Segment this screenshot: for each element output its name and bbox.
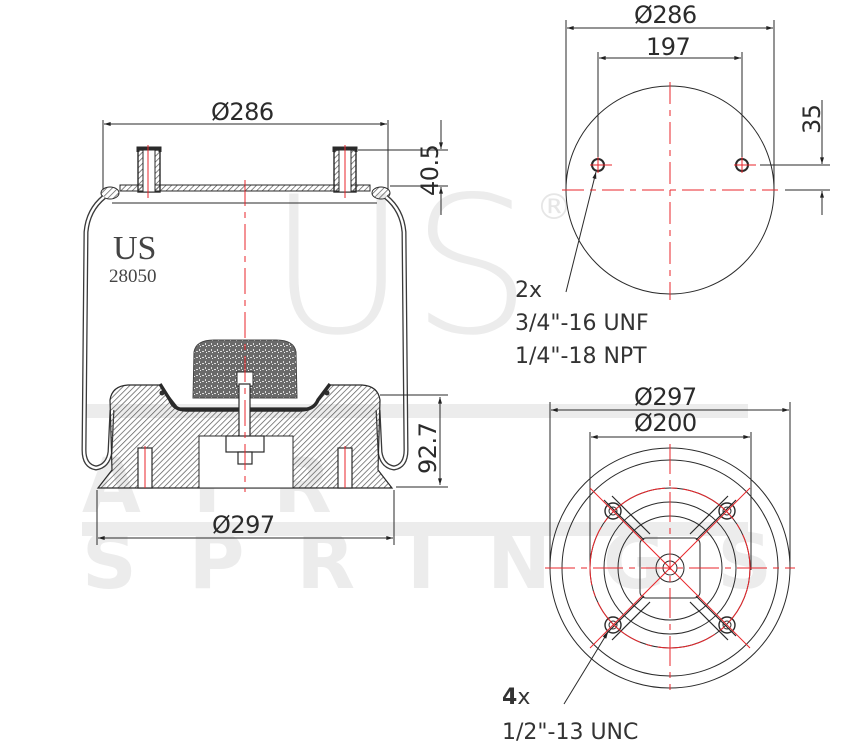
- side-view: [81, 120, 448, 545]
- dim-plate-diameter: Ø286: [634, 1, 697, 29]
- watermark-band-bottom: [82, 522, 748, 536]
- callout-stud-thread: 3/4"-16 UNF: [515, 311, 649, 336]
- dim-stud-height: 40.5: [416, 144, 444, 196]
- dim-bottom-outer-diameter: Ø297: [634, 383, 697, 411]
- dim-stud-offset: 35: [798, 104, 826, 134]
- dim-piston-height: 92.7: [414, 422, 442, 474]
- callout-bolt-thread: 1/2"-13 UNC: [502, 720, 639, 745]
- part-number: 28050: [109, 266, 157, 287]
- callout-air-fitting-thread: 1/4"-18 NPT: [515, 344, 647, 369]
- dim-top-plate-diameter: Ø286: [211, 98, 274, 126]
- brand-label: US: [113, 230, 157, 267]
- top-view: [562, 20, 830, 300]
- bottom-view: [545, 402, 795, 705]
- dim-bolt-circle-diameter: Ø200: [634, 409, 697, 437]
- dim-stud-spacing: 197: [646, 33, 691, 61]
- dim-piston-diameter: Ø297: [212, 511, 275, 539]
- callout-bolt-quantity: 4x: [502, 687, 530, 709]
- callout-bolt-quantity-suffix: x: [517, 685, 531, 710]
- callout-stud-quantity: 2x: [515, 278, 543, 303]
- callout-bolt-quantity-number: 4: [502, 685, 518, 710]
